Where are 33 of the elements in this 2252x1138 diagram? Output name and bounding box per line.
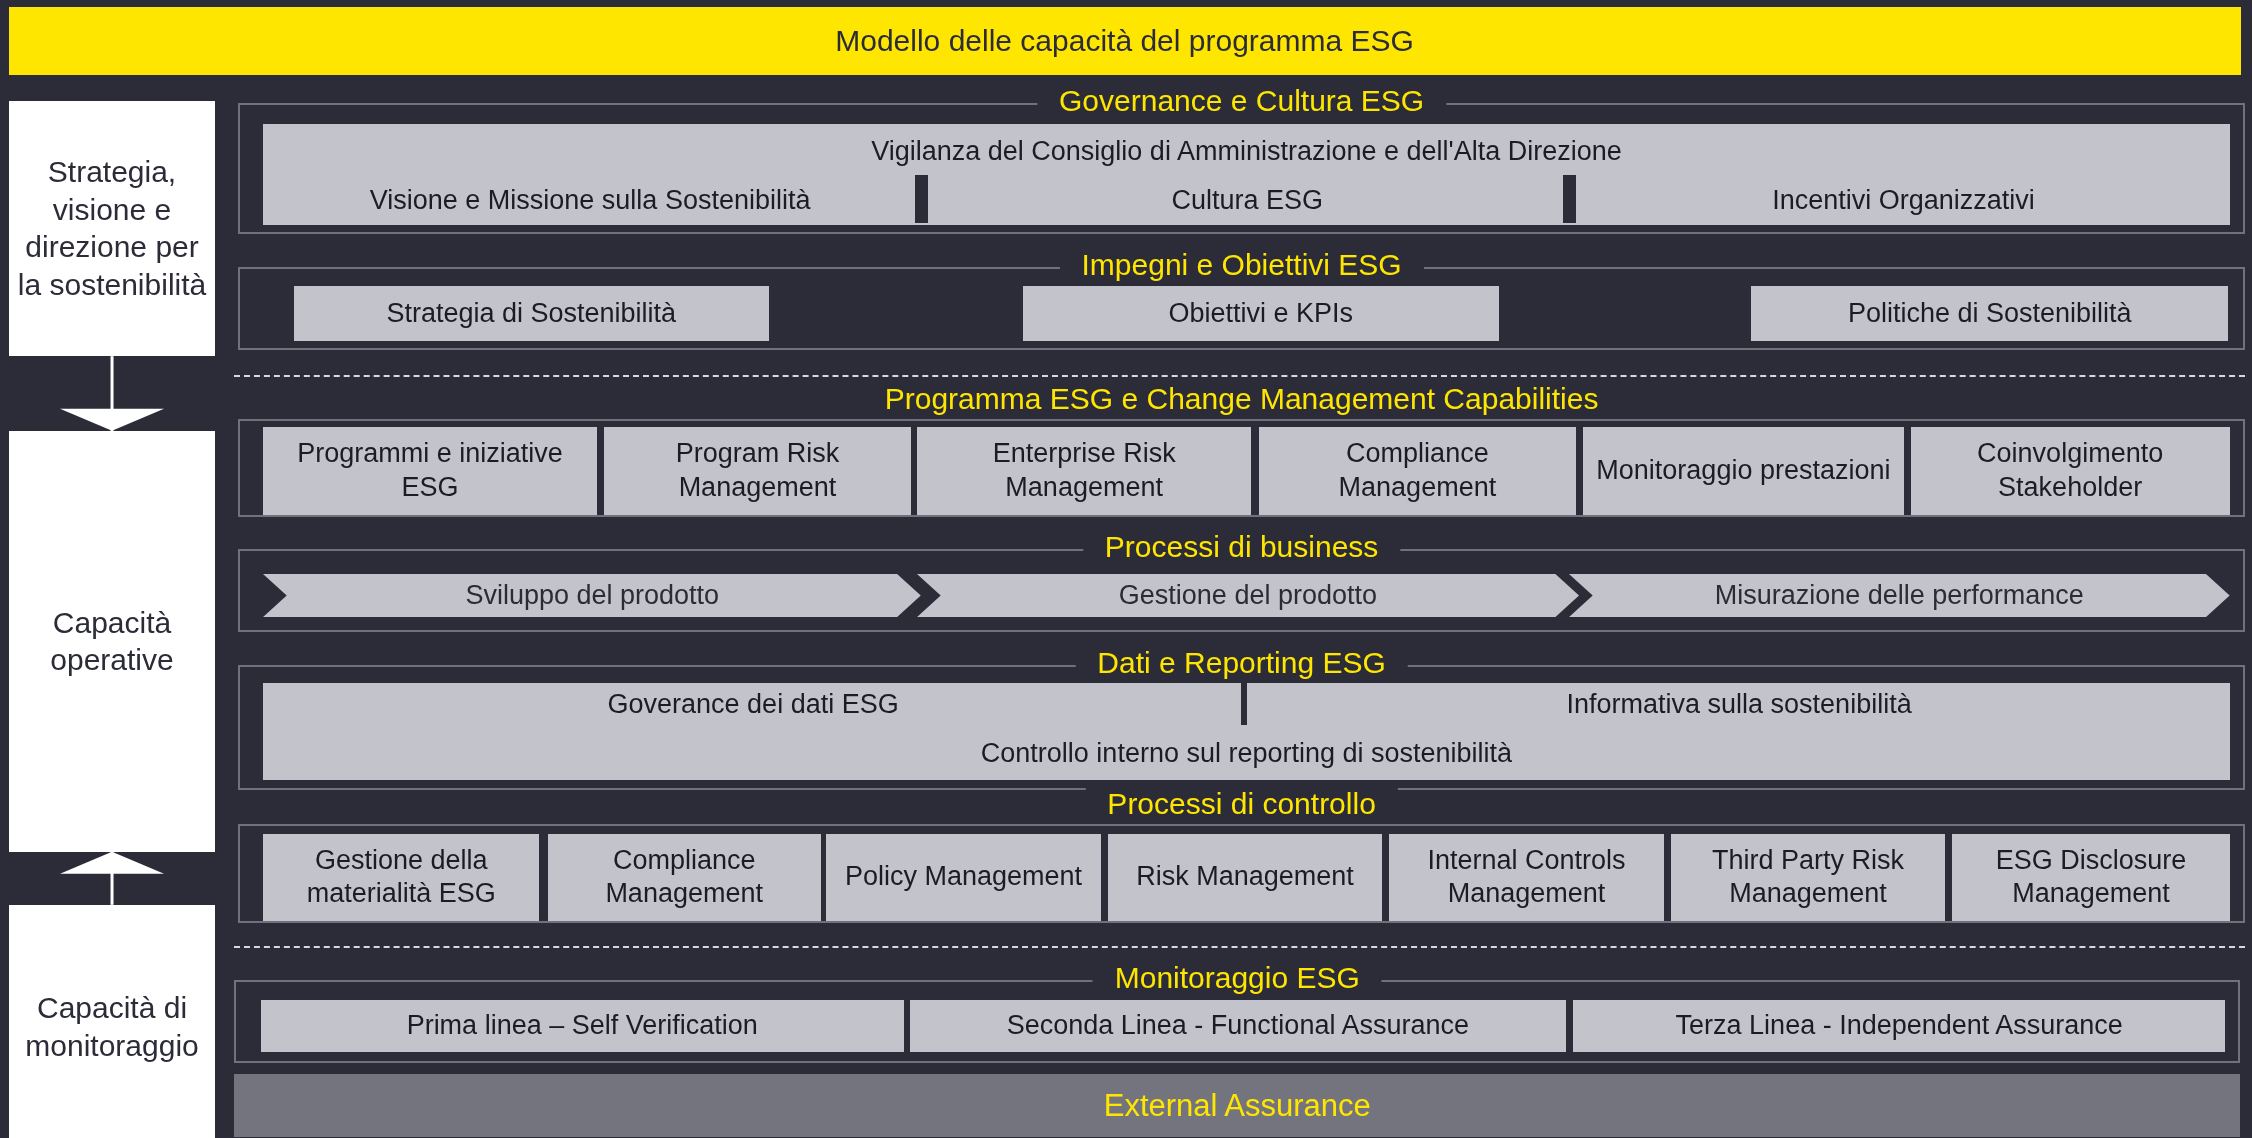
process-step-banner: Misurazione delle performance (1568, 573, 2230, 617)
process-step-banner: Sviluppo del prodotto (263, 573, 922, 617)
capability-box: Risk Management (1107, 833, 1383, 922)
capability-box: Program Risk Management (603, 427, 912, 515)
panel-label: Vigilanza del Consiglio di Amministrazione e dell'Alta Direzione (870, 135, 1623, 167)
capability-panel (263, 682, 2230, 781)
capability-box: Programmi e iniziative ESG (263, 427, 597, 515)
capability-box: Compliance Management (547, 833, 821, 922)
capability-box: Seconda Linea - Functional Assurance (909, 1000, 1566, 1052)
capability-box: Monitoraggio prestazioni (1583, 427, 1904, 515)
flow-arrow (60, 356, 165, 431)
process-step-banner: Gestione del prodotto (916, 573, 1579, 617)
capability-box: Prima linea – Self Verification (260, 1000, 904, 1052)
capability-box: Terza Linea - Independent Assurance (1573, 1000, 2226, 1052)
capability-box: Internal Controls Management (1389, 833, 1664, 922)
capability-box: Coinvolgimento Stakeholder (1910, 427, 2230, 515)
flow-arrow (60, 851, 165, 905)
capability-box: Third Party Risk Management (1670, 833, 1946, 922)
stage-box: Capacità operative (8, 430, 216, 852)
capability-box: Compliance Management (1258, 427, 1577, 515)
stage-box: Capacità di monitoraggio (8, 904, 216, 1138)
capability-box: Gestione della materialità ESG (263, 833, 540, 922)
stage-box: Strategia, visione e direzione per la sostenibilità (8, 100, 216, 357)
capability-box: Policy Management (826, 833, 1101, 922)
capability-box: Enterprise Risk Management (916, 427, 1252, 515)
capability-box: Strategia di Sostenibilità (293, 286, 769, 341)
capability-box: Obiettivi e KPIs (1023, 286, 1499, 341)
capability-panel (263, 124, 2230, 225)
panel-label: Controllo interno sul reporting di sostenibilità (979, 737, 1514, 769)
assurance-bar: External Assurance (234, 1074, 2241, 1138)
capability-box: Politiche di Sostenibilità (1751, 286, 2229, 341)
title-banner: Modello delle capacità del programma ESG (8, 7, 2241, 75)
capability-box: ESG Disclosure Management (1952, 833, 2230, 922)
